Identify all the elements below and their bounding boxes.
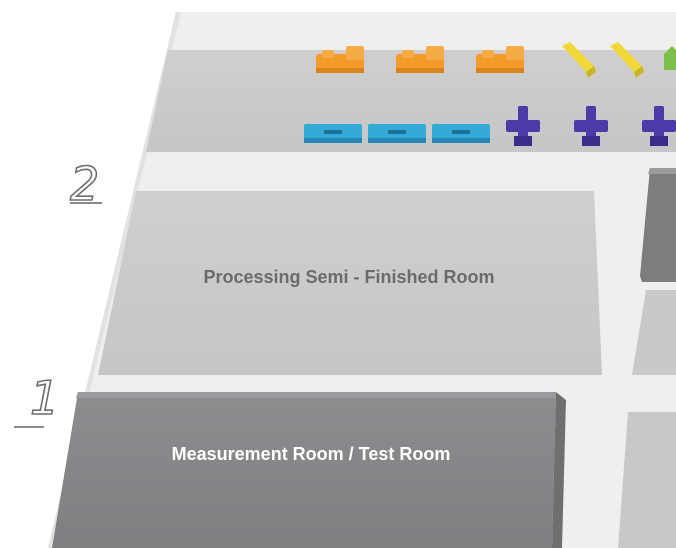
purple-machine-icon	[574, 106, 608, 146]
side-room-light	[632, 290, 676, 375]
cyan-machine-icon	[368, 124, 426, 143]
floor-number-1: 1	[30, 371, 59, 425]
side-room-dark-top	[648, 168, 676, 174]
yellow-machine-icon	[610, 42, 644, 78]
orange-machine-icon	[476, 46, 524, 73]
purple-machine-icon	[642, 106, 676, 146]
side-room-dark	[640, 168, 676, 282]
storage-zone	[146, 50, 676, 152]
measurement-room-label: Measurement Room / Test Room	[172, 444, 451, 464]
processing-room-label: Processing Semi - Finished Room	[203, 267, 494, 287]
green-machine-icon	[664, 46, 676, 70]
measurement-room-top-edge	[76, 392, 556, 398]
side-room-light-lower	[618, 412, 676, 548]
measurement-room-side	[552, 392, 566, 548]
orange-machine-icon	[396, 46, 444, 73]
cyan-machine-icon	[432, 124, 490, 143]
yellow-machine-icon	[562, 42, 596, 78]
cyan-machine-icon	[304, 124, 362, 143]
purple-machine-icon	[506, 106, 540, 146]
orange-machine-icon	[316, 46, 364, 73]
equipment-row-top	[316, 42, 676, 78]
equipment-row-bottom	[304, 106, 676, 146]
measurement-room-block[interactable]	[52, 392, 556, 548]
processing-room-zone[interactable]	[98, 191, 602, 375]
